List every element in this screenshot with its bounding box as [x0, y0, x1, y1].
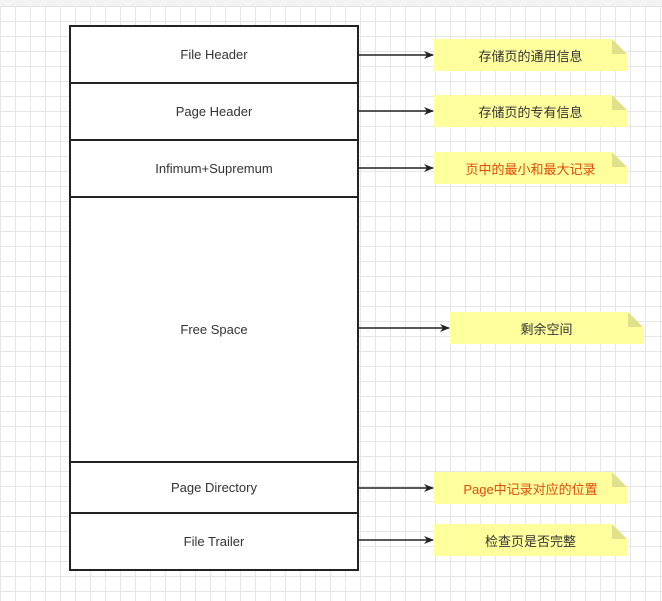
- section-page-header: Page Header: [71, 84, 357, 141]
- note-text: Page中记录对应的位置: [463, 481, 598, 497]
- innodb-page-structure: File Header Page Header Infimum+Supremum…: [69, 25, 359, 571]
- canvas-top-bar: [0, 0, 662, 7]
- section-file-trailer: File Trailer: [71, 514, 357, 569]
- note-page-header: 存储页的专有信息: [434, 95, 627, 127]
- section-free-space: Free Space: [71, 198, 357, 463]
- section-label: File Header: [180, 47, 248, 62]
- section-label: File Trailer: [183, 534, 245, 549]
- note-free-space: 剩余空间: [450, 312, 643, 344]
- note-text: 存储页的通用信息: [478, 48, 583, 64]
- section-label: Free Space: [180, 322, 248, 337]
- note-text: 检查页是否完整: [484, 533, 576, 549]
- note-text: 页中的最小和最大记录: [465, 161, 596, 177]
- section-infimum-supremum: Infimum+Supremum: [71, 141, 357, 198]
- section-label: Page Header: [175, 104, 253, 119]
- note-text: 剩余空间: [520, 321, 573, 337]
- section-file-header: File Header: [71, 27, 357, 84]
- section-label: Page Directory: [171, 480, 257, 495]
- note-infimum-supremum: 页中的最小和最大记录: [434, 152, 627, 184]
- note-file-trailer: 检查页是否完整: [434, 524, 627, 556]
- note-text: 存储页的专有信息: [478, 104, 583, 120]
- note-file-header: 存储页的通用信息: [434, 39, 627, 71]
- section-label: Infimum+Supremum: [155, 161, 273, 176]
- section-page-directory: Page Directory: [71, 463, 357, 514]
- note-page-directory: Page中记录对应的位置: [434, 472, 627, 504]
